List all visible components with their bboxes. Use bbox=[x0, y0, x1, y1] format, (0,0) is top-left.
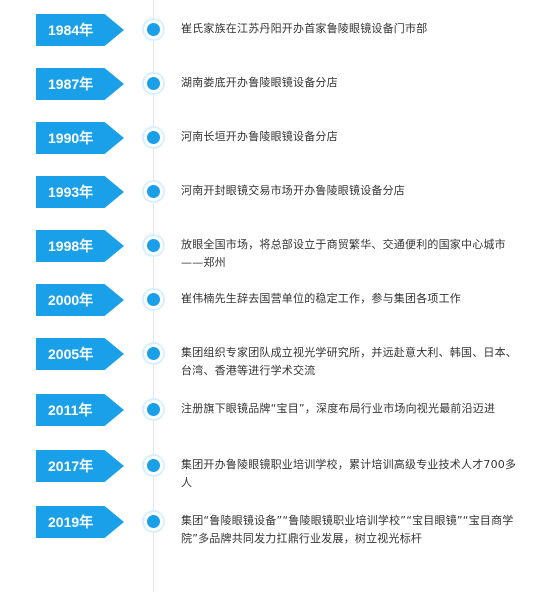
timeline-dot-icon bbox=[147, 515, 160, 528]
timeline-item-1990: 1990年 河南长垣开办鲁陵眼镜设备分店 bbox=[0, 122, 549, 178]
timeline-description: 注册旗下眼镜品牌“宝目”，深度布局行业市场向视光最前沿迈进 bbox=[181, 402, 496, 415]
timeline-dot-icon bbox=[147, 293, 160, 306]
year-tag: 2005年 bbox=[36, 338, 124, 370]
timeline-dot-icon bbox=[147, 239, 160, 252]
timeline-dot-icon bbox=[147, 23, 160, 36]
year-tag: 1998年 bbox=[36, 230, 124, 262]
timeline-item-1987: 1987年 湖南娄底开办鲁陵眼镜设备分店 bbox=[0, 68, 549, 124]
timeline-item-2011: 2011年 注册旗下眼镜品牌“宝目”，深度布局行业市场向视光最前沿迈进 bbox=[0, 394, 549, 450]
timeline-item-1984: 1984年 崔氏家族在江苏丹阳开办首家鲁陵眼镜设备门市部 bbox=[0, 14, 549, 70]
timeline-dot-icon bbox=[147, 77, 160, 90]
timeline-description: 崔伟楠先生辞去国营单位的稳定工作，参与集团各项工作 bbox=[181, 292, 461, 305]
year-tag: 1984年 bbox=[36, 14, 124, 46]
year-tag: 2000年 bbox=[36, 284, 124, 316]
timeline-description: 崔氏家族在江苏丹阳开办首家鲁陵眼镜设备门市部 bbox=[181, 22, 428, 35]
year-tag: 2019年 bbox=[36, 506, 124, 538]
year-tag: 2017年 bbox=[36, 450, 124, 482]
timeline-item-2000: 2000年 崔伟楠先生辞去国营单位的稳定工作，参与集团各项工作 bbox=[0, 284, 549, 340]
timeline-dot-icon bbox=[147, 131, 160, 144]
timeline-item-1993: 1993年 河南开封眼镜交易市场开办鲁陵眼镜设备分店 bbox=[0, 176, 549, 232]
timeline-description: 湖南娄底开办鲁陵眼镜设备分店 bbox=[181, 76, 338, 89]
year-tag: 2011年 bbox=[36, 394, 124, 426]
timeline-item-2019: 2019年 集团“鲁陵眼镜设备”“鲁陵眼镜职业培训学校”“宝目眼镜”“宝目商学院… bbox=[0, 506, 549, 562]
timeline-description: 集团“鲁陵眼镜设备”“鲁陵眼镜职业培训学校”“宝目眼镜”“宝目商学院”多品牌共同… bbox=[181, 514, 514, 545]
timeline-dot-icon bbox=[147, 347, 160, 360]
timeline-dot-icon bbox=[147, 185, 160, 198]
timeline-dot-icon bbox=[147, 459, 160, 472]
timeline-item-2005: 2005年 集团组织专家团队成立视光学研究所，并远赴意大利、韩国、日本、台湾、香… bbox=[0, 338, 549, 394]
timeline-dot-icon bbox=[147, 403, 160, 416]
timeline-item-2017: 2017年 集团开办鲁陵眼镜职业培训学校，累计培训高级专业技术人才700多人 bbox=[0, 450, 549, 506]
timeline-description: 河南开封眼镜交易市场开办鲁陵眼镜设备分店 bbox=[181, 184, 405, 197]
timeline-description: 集团开办鲁陵眼镜职业培训学校，累计培训高级专业技术人才700多人 bbox=[181, 458, 517, 489]
timeline-description: 河南长垣开办鲁陵眼镜设备分店 bbox=[181, 130, 338, 143]
timeline-item-1998: 1998年 放眼全国市场，将总部设立于商贸繁华、交通便利的国家中心城市——郑州 bbox=[0, 230, 549, 286]
timeline-description: 放眼全国市场，将总部设立于商贸繁华、交通便利的国家中心城市——郑州 bbox=[181, 238, 506, 269]
year-tag: 1993年 bbox=[36, 176, 124, 208]
year-tag: 1987年 bbox=[36, 68, 124, 100]
timeline-description: 集团组织专家团队成立视光学研究所，并远赴意大利、韩国、日本、台湾、香港等进行学术… bbox=[181, 346, 517, 377]
year-tag: 1990年 bbox=[36, 122, 124, 154]
